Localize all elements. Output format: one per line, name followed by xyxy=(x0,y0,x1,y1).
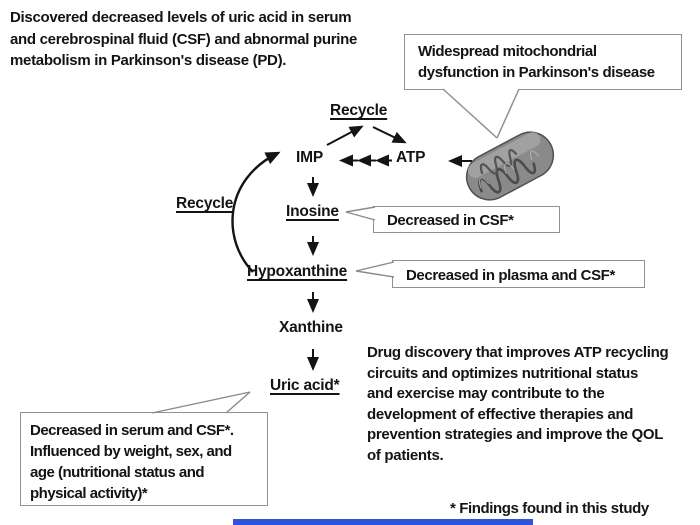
node-xanthine: Xanthine xyxy=(279,319,343,336)
callout-mitochondria-dysfunction: Widespread mitochondrial dysfunction in … xyxy=(404,34,682,90)
mitochondrion-icon xyxy=(465,131,555,201)
arrow-imp-to-recycle xyxy=(326,125,364,146)
callout-tail-hypoxanthine xyxy=(355,261,395,278)
label-recycle-top: Recycle xyxy=(330,102,388,119)
arrow-hypoxanthine-recycle-to-imp xyxy=(231,151,281,273)
node-inosine: Inosine xyxy=(286,203,339,220)
footnote-findings: * Findings found in this study xyxy=(450,500,649,517)
callout-tail-mitochondria xyxy=(441,87,520,139)
summary-paragraph: Drug discovery that improves ATP recycli… xyxy=(367,344,669,464)
callout-hypoxanthine-decreased: Decreased in plasma and CSF* xyxy=(392,260,645,288)
node-uric-acid: Uric acid* xyxy=(270,377,340,394)
slide-title: Discovered decreased levels of uric acid… xyxy=(10,9,358,69)
node-hypoxanthine: Hypoxanthine xyxy=(247,263,348,280)
callout-tail-inosine xyxy=(345,206,376,221)
video-progress-bar xyxy=(233,519,533,525)
callout-uric-acid-decreased: Decreased in serum and CSF*. Influenced … xyxy=(20,412,268,506)
label-recycle-left: Recycle xyxy=(176,195,234,212)
node-imp: IMP xyxy=(296,149,323,166)
callout-inosine-decreased: Decreased in CSF* xyxy=(373,206,560,233)
node-atp: ATP xyxy=(396,149,426,166)
callout-tail-uric-acid xyxy=(151,391,251,414)
arrow-recycle-to-atp xyxy=(372,126,407,144)
